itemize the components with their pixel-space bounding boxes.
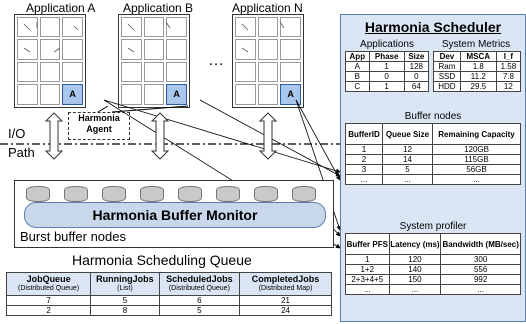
scheduler-title: Harmonia Scheduler bbox=[364, 19, 502, 35]
system-metrics-title: System Metrics bbox=[441, 39, 511, 50]
scheduling-queue-title: Harmonia Scheduling Queue bbox=[72, 252, 252, 268]
table-header-row: JobQueue(Distributed Queue) RunningJobs(… bbox=[5, 272, 332, 296]
buffer-node-icon bbox=[64, 186, 88, 202]
buffer-monitor-bar: Harmonia Buffer Monitor bbox=[24, 202, 326, 228]
path-label: Path bbox=[8, 145, 35, 160]
harmonia-agent-label: Harmonia Agent bbox=[68, 112, 130, 140]
buffer-nodes-title: Buffer nodes bbox=[404, 111, 462, 122]
table-row: ......... bbox=[345, 174, 521, 185]
agent-badge-n: A bbox=[280, 84, 301, 105]
agent-to-scheduler bbox=[295, 99, 341, 181]
io-label: I/O bbox=[8, 126, 26, 141]
small-arrows bbox=[23, 21, 285, 53]
app-b-title: Application B bbox=[123, 1, 194, 15]
agent-badge-a: A bbox=[62, 84, 83, 105]
agent-to-scheduler bbox=[103, 99, 341, 174]
scheduling-queue-table: JobQueue(Distributed Queue) RunningJobs(… bbox=[5, 272, 332, 316]
applications-title: Applications bbox=[360, 39, 414, 50]
buffer-node-icon bbox=[292, 186, 316, 202]
system-profiler-title: System profiler bbox=[399, 221, 467, 232]
buffer-node-icon bbox=[140, 186, 164, 202]
ellipsis: … bbox=[208, 52, 224, 69]
buffer-node-icon bbox=[254, 186, 278, 202]
buffer-node-icon bbox=[216, 186, 240, 202]
application-n-box: A bbox=[232, 14, 304, 108]
application-a-box: A bbox=[14, 14, 86, 108]
table-row: ......... bbox=[345, 284, 521, 295]
buffer-node-icon bbox=[178, 186, 202, 202]
io-arrow bbox=[44, 112, 278, 160]
agent-badge-b: A bbox=[166, 84, 187, 105]
app-n-title: Application N bbox=[232, 1, 303, 15]
app-a-title: Application A bbox=[26, 1, 96, 15]
burst-buffer-label: Burst buffer nodes bbox=[20, 229, 126, 244]
agent-link bbox=[97, 105, 109, 113]
application-b-box: A bbox=[118, 14, 190, 108]
buffer-node-icon bbox=[26, 186, 50, 202]
agent-link bbox=[111, 105, 189, 113]
buffer-node-icon bbox=[102, 186, 126, 202]
